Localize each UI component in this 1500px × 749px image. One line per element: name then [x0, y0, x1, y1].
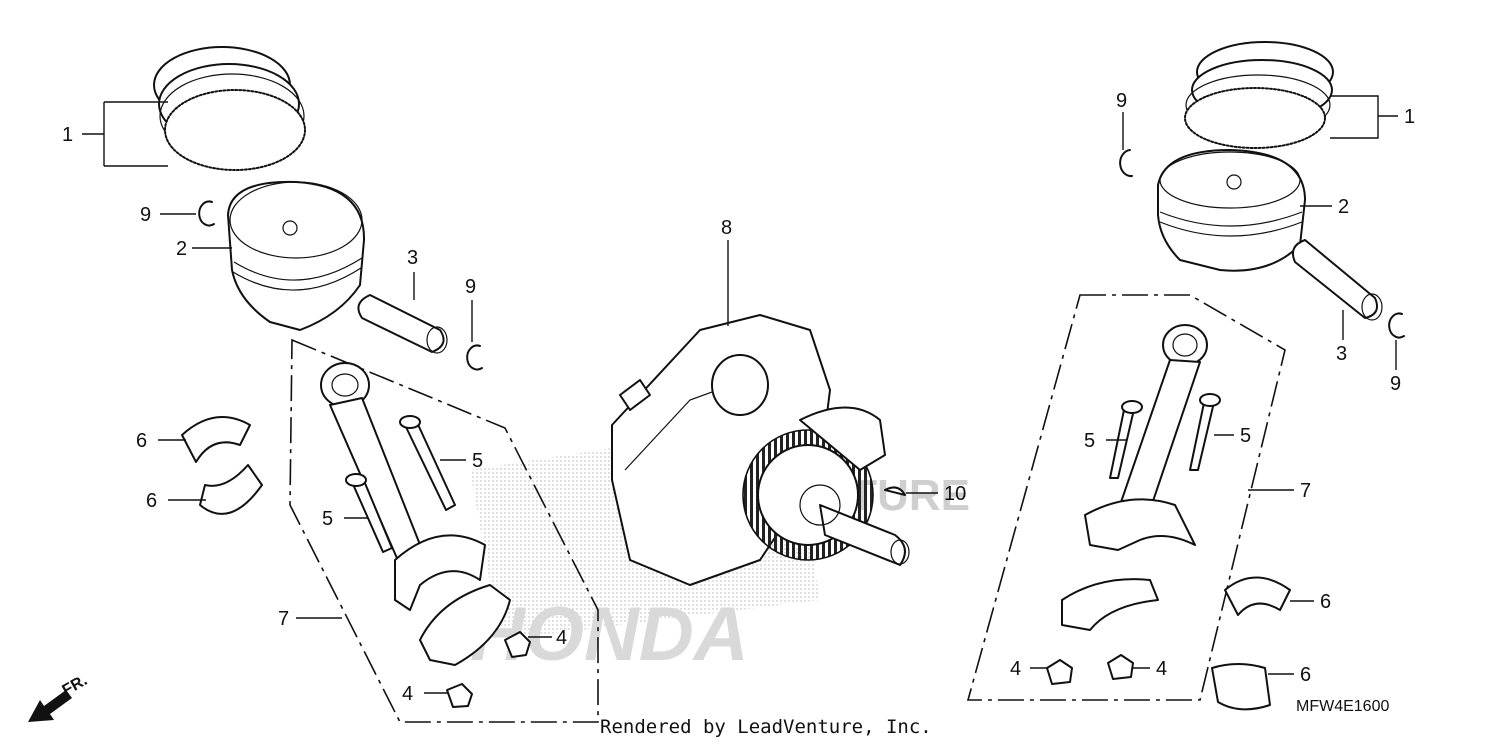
left-clip-lower — [466, 344, 483, 371]
callout-left-rings: 1 — [62, 124, 73, 146]
callout-left-bearing-upper: 6 — [136, 430, 147, 452]
left-piston-pin — [357, 294, 448, 354]
left-rod-cap — [419, 584, 511, 666]
callout-right-bearing-upper: 6 — [1320, 591, 1331, 613]
right-piston-rings — [1184, 41, 1334, 149]
left-rod-bolts — [345, 415, 456, 553]
left-connecting-rod — [320, 362, 486, 611]
left-piston-rings — [153, 46, 306, 171]
left-piston — [227, 180, 366, 331]
right-bearings — [1211, 576, 1291, 711]
right-piston-pin — [1292, 239, 1383, 321]
right-rod-cap — [1061, 578, 1159, 631]
callout-key: 10 — [944, 483, 966, 505]
right-rod-assy-outline — [966, 294, 1286, 701]
callout-left-clip-upper: 9 — [140, 204, 151, 226]
callout-right-bearing-lower: 6 — [1300, 664, 1311, 686]
right-connecting-rod — [1084, 324, 1208, 551]
left-bearings — [181, 416, 263, 515]
callout-left-bolt-right: 5 — [472, 450, 483, 472]
callout-right-nut-left: 4 — [1010, 658, 1021, 680]
callout-crankshaft: 8 — [721, 217, 732, 239]
callout-right-pin: 3 — [1336, 343, 1347, 365]
callout-right-bolt-right: 5 — [1240, 425, 1251, 447]
render-credit: Rendered by LeadVenture, Inc. — [600, 716, 932, 738]
right-nuts — [1046, 654, 1134, 685]
callout-left-pin: 3 — [407, 247, 418, 269]
callouts: 1 9 2 3 9 6 6 5 5 7 4 4 8 10 9 1 2 3 9 5… — [62, 90, 1415, 705]
callout-left-nut-lower: 4 — [402, 683, 413, 705]
left-nuts — [446, 631, 531, 708]
callout-right-clip-upper: 9 — [1116, 90, 1127, 112]
arrow-down-left-icon — [28, 690, 72, 722]
right-clip-upper — [1119, 149, 1133, 178]
diagram-code: MFW4E1600 — [1296, 698, 1389, 715]
right-clip-lower — [1388, 312, 1405, 339]
callout-right-rings: 1 — [1404, 106, 1415, 128]
callout-right-nut-right: 4 — [1156, 658, 1167, 680]
watermark-brand: HONDA — [470, 592, 749, 677]
right-piston — [1157, 149, 1306, 272]
callout-left-clip-lower: 9 — [465, 276, 476, 298]
callout-right-bolt-left: 5 — [1084, 430, 1095, 452]
callout-left-nut-upper: 4 — [556, 627, 567, 649]
callout-left-rod-assy: 7 — [278, 608, 289, 630]
leader-lines — [82, 95, 1398, 694]
woodruff-key — [884, 486, 906, 496]
left-clip-upper — [198, 200, 215, 227]
front-direction-indicator: FR. — [28, 672, 90, 722]
callout-right-rod-assy: 7 — [1300, 480, 1311, 502]
callout-right-piston: 2 — [1338, 196, 1349, 218]
right-rod-bolts — [1109, 393, 1221, 479]
crankshaft — [611, 314, 910, 586]
left-rod-assy-outline — [289, 338, 599, 723]
callout-left-bearing-lower: 6 — [146, 490, 157, 512]
callout-right-clip-lower: 9 — [1390, 373, 1401, 395]
callout-left-piston: 2 — [176, 238, 187, 260]
callout-left-bolt-left: 5 — [322, 508, 333, 530]
